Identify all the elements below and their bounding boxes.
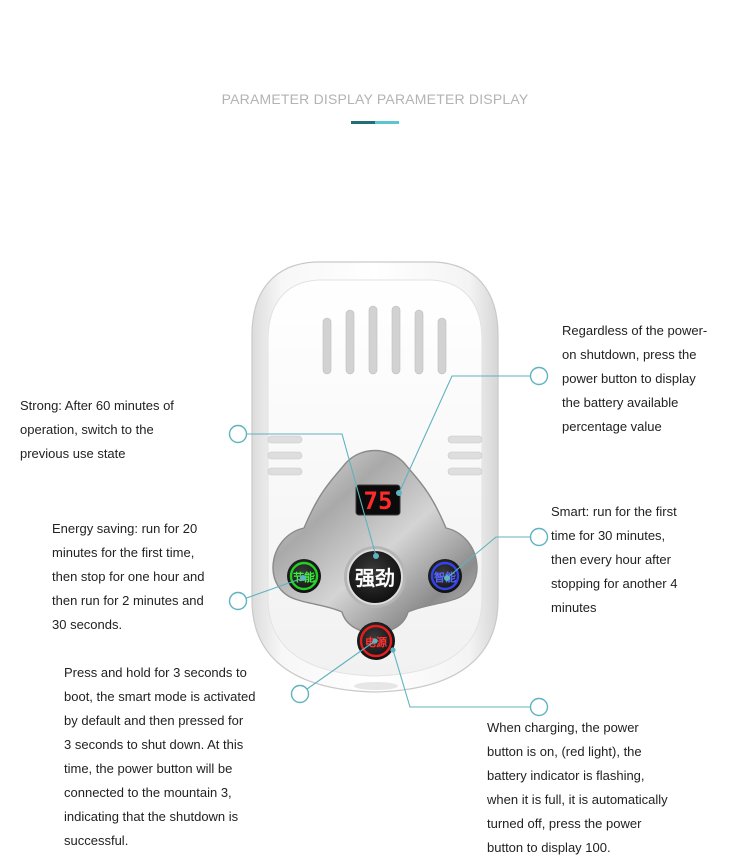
annotation-line: indicating that the shutdown is	[64, 809, 239, 824]
title-underline-light	[375, 121, 399, 124]
annotation-line: boot, the smart mode is activated	[64, 689, 256, 704]
annotation-line: Energy saving: run for 20	[52, 521, 198, 536]
annotation-line: minutes	[551, 600, 597, 615]
connector-circle-energy	[228, 591, 248, 611]
title-underline	[351, 121, 399, 124]
annotation-smart: Smart: run for the first time for 30 min…	[551, 500, 741, 620]
annotation-battery: Regardless of the power- on shutdown, pr…	[562, 319, 742, 439]
annotation-line: time, the power button will be	[64, 761, 233, 776]
page-title: PARAMETER DISPLAY PARAMETER DISPLAY	[221, 91, 529, 107]
strong-button-label: 强劲	[355, 566, 395, 590]
connector-circle-battery	[529, 366, 549, 386]
annotation-line: 3 seconds to shut down. At this	[64, 737, 244, 752]
annotation-energy-saving: Energy saving: run for 20 minutes for th…	[52, 517, 232, 637]
annotation-line: 30 seconds.	[52, 617, 123, 632]
annotation-line: by default and then pressed for	[64, 713, 244, 728]
annotation-line: Regardless of the power-	[562, 323, 708, 338]
control-panel	[272, 449, 478, 634]
annotation-line: percentage value	[562, 419, 662, 434]
annotation-line: Strong: After 60 minutes of	[20, 398, 174, 413]
annotation-line: operation, switch to the	[20, 422, 154, 437]
annotation-line: the battery available	[562, 395, 679, 410]
connector-lines	[237, 375, 539, 708]
connector-charging	[392, 649, 539, 708]
annotation-line: When charging, the power	[487, 720, 639, 735]
connector-circles	[228, 366, 549, 717]
annotation-line: connected to the mountain 3,	[64, 785, 232, 800]
annotation-line: successful.	[64, 833, 129, 848]
led-display	[355, 484, 401, 516]
annotation-strong: Strong: After 60 minutes of operation, s…	[20, 394, 220, 466]
annotation-line: when it is full, it is automatically	[487, 792, 668, 807]
led-display-value: 75	[364, 487, 393, 515]
annotation-line: on shutdown, press the	[562, 347, 697, 362]
connector-circle-press-hold	[290, 684, 310, 704]
annotation-line: turned off, press the power	[487, 816, 642, 831]
annotation-line: then every hour after	[551, 552, 671, 567]
annotation-line: previous use state	[20, 446, 126, 461]
annotation-line: time for 30 minutes,	[551, 528, 666, 543]
annotation-line: battery indicator is flashing,	[487, 768, 645, 783]
annotation-charging: When charging, the power button is on, (…	[487, 716, 727, 859]
annotation-line: then run for 2 minutes and	[52, 593, 204, 608]
connector-dots	[300, 490, 450, 653]
connector-circle-smart	[529, 527, 549, 547]
annotation-line: then stop for one hour and	[52, 569, 205, 584]
title-underline-dark	[351, 121, 375, 124]
annotation-press-hold: Press and hold for 3 seconds to boot, th…	[64, 661, 284, 853]
connector-energy	[237, 577, 304, 602]
device-base	[354, 682, 398, 690]
right-side-slots	[447, 435, 483, 476]
connector-smart	[446, 536, 539, 579]
connector-circle-strong	[228, 424, 248, 444]
annotation-line: power button to display	[562, 371, 696, 386]
annotation-line: button to display 100.	[487, 840, 611, 855]
left-side-slots	[267, 435, 303, 476]
top-vent	[322, 305, 447, 375]
annotation-line: button is on, (red light), the	[487, 744, 642, 759]
connector-battery	[398, 375, 539, 494]
annotation-line: minutes for the first time,	[52, 545, 195, 560]
annotation-line: Press and hold for 3 seconds to	[64, 665, 247, 680]
connector-circle-charging	[529, 697, 549, 717]
strong-button[interactable]: 强劲	[344, 546, 406, 608]
annotation-line: Smart: run for the first	[551, 504, 677, 519]
annotation-line: stopping for another 4	[551, 576, 678, 591]
connector-press-hold	[299, 640, 376, 695]
connector-strong	[238, 433, 377, 557]
